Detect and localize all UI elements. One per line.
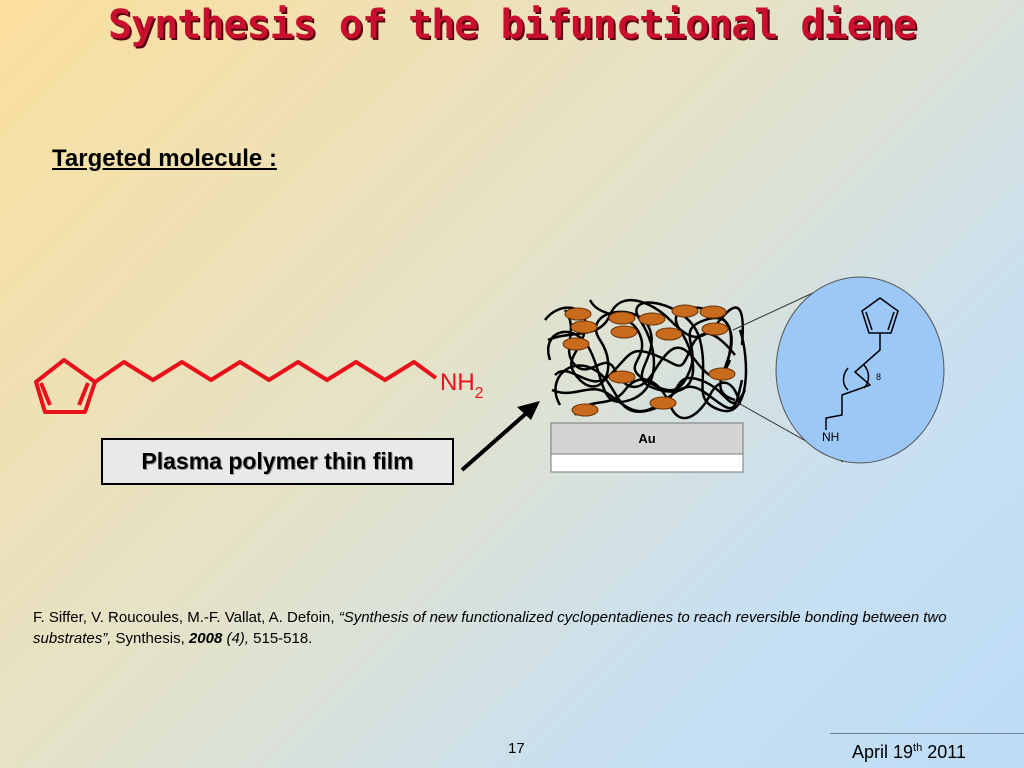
- functional-particles: [562, 304, 736, 417]
- citation-title: “Synthesis of new functionalized cyclope…: [33, 609, 947, 647]
- citation-issue: (4),: [222, 630, 249, 647]
- arrow-to-film: [460, 408, 532, 472]
- cyclopentadiene-ring: [34, 358, 97, 414]
- amine-label: NH2: [440, 369, 484, 402]
- gold-label: Au: [638, 431, 655, 446]
- zoom-molecule: [825, 297, 899, 430]
- alkyl-chain: [93, 360, 438, 384]
- zoom-circle: [775, 276, 945, 464]
- gold-substrate: [550, 422, 744, 455]
- repeat-count: 8: [876, 372, 881, 382]
- plasma-film-label-box: Plasma polymer thin film: [101, 438, 454, 485]
- targeted-molecule-heading: Targeted molecule :: [52, 145, 277, 172]
- citation-year: 2008: [188, 630, 223, 647]
- citation-pages: 515-518.: [248, 630, 313, 647]
- plasma-film-label: Plasma polymer thin film: [141, 448, 414, 474]
- slide-title: Synthesis of the bifunctional diene: [108, 2, 917, 48]
- base-substrate: [550, 453, 744, 473]
- citation-authors: F. Siffer, V. Roucoules, M.-F. Vallat, A…: [33, 609, 339, 626]
- zoom-amine-label: NH: [822, 430, 839, 444]
- footer-divider: [830, 733, 1024, 734]
- citation-journal: Synthesis,: [111, 630, 189, 647]
- citation: F. Siffer, V. Roucoules, M.-F. Vallat, A…: [33, 607, 993, 649]
- arrow-head: [517, 401, 540, 420]
- page-number: 17: [508, 740, 525, 757]
- presentation-date: April 19th 2011: [852, 742, 966, 762]
